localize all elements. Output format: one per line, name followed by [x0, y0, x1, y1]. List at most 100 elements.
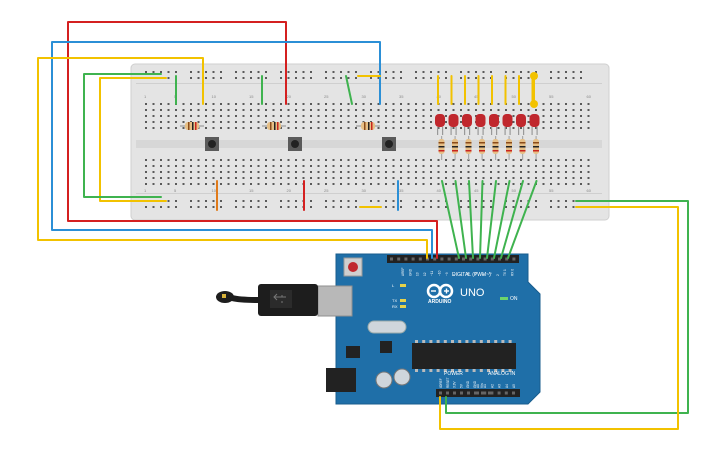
- voltage-regulator: [346, 346, 360, 358]
- pin-label: A3: [498, 384, 502, 388]
- pin-label: GND: [408, 268, 412, 276]
- led[interactable]: [489, 114, 499, 135]
- led[interactable]: [516, 114, 526, 135]
- usb-cable[interactable]: [216, 284, 318, 316]
- wire-blue[interactable]: [51, 41, 433, 259]
- column-number: 20: [287, 94, 292, 99]
- push-buttons[interactable]: [205, 137, 396, 151]
- capacitor: [375, 371, 393, 389]
- column-number: 55: [549, 94, 554, 99]
- push-button[interactable]: [288, 137, 302, 151]
- led[interactable]: [462, 114, 472, 135]
- header-holes: [390, 257, 516, 395]
- resistor[interactable]: [262, 122, 286, 130]
- column-number: 45: [474, 94, 479, 99]
- wire-green-jumper[interactable]: [345, 75, 353, 105]
- pin-label: GND: [473, 380, 477, 388]
- led[interactable]: [475, 114, 486, 135]
- wire-green-signal[interactable]: [454, 180, 467, 259]
- led[interactable]: [502, 114, 513, 135]
- column-number: 1: [144, 94, 147, 99]
- resistor[interactable]: [533, 136, 539, 160]
- model-label: UNO: [460, 287, 485, 299]
- breadboard[interactable]: 1155101015152020252530303535404045455050…: [130, 63, 610, 221]
- wire-yellow-power[interactable]: [439, 206, 679, 430]
- wire-green-top-rail[interactable]: [83, 73, 162, 198]
- resistor[interactable]: [465, 136, 472, 160]
- column-number: 15: [249, 188, 254, 193]
- pin-label: ~3: [489, 272, 493, 276]
- pin-label: IOREF: [439, 378, 443, 388]
- pin-label: ~10: [438, 270, 442, 276]
- column-number: 40: [437, 188, 442, 193]
- wires[interactable]: [37, 21, 689, 430]
- digital-header[interactable]: [387, 255, 519, 263]
- power-header-label: POWER: [444, 371, 463, 377]
- pull-down-resistors[interactable]: [180, 122, 380, 130]
- push-button[interactable]: [205, 137, 219, 151]
- pin-label: 5V: [459, 383, 463, 388]
- pin-label: A5: [512, 384, 516, 388]
- push-button[interactable]: [382, 137, 396, 151]
- column-number: 15: [249, 94, 254, 99]
- led-label-tx: TX: [392, 298, 397, 303]
- analog-header[interactable]: [472, 389, 520, 397]
- wire-green-signal[interactable]: [441, 180, 460, 259]
- led[interactable]: [448, 114, 459, 135]
- arduino-uno-board[interactable]: L TX RX ON ARDUINO UNO DIGITAL (PWM~) PO…: [317, 253, 541, 405]
- usb-chip: [380, 341, 392, 353]
- resistor[interactable]: [506, 136, 512, 160]
- column-number: 60: [587, 188, 592, 193]
- column-number: 30: [362, 188, 367, 193]
- column-number: 10: [212, 188, 217, 193]
- column-number: 50: [512, 188, 517, 193]
- column-number: 25: [324, 188, 329, 193]
- resistor[interactable]: [452, 136, 458, 160]
- usb-connector[interactable]: [317, 285, 353, 317]
- on-label: ON: [510, 296, 518, 302]
- resistor[interactable]: [438, 136, 445, 160]
- led[interactable]: [435, 114, 445, 135]
- pin-label: 12: [423, 272, 427, 276]
- led[interactable]: [529, 114, 540, 135]
- pin-label: AREF: [401, 267, 405, 276]
- resistor[interactable]: [479, 136, 485, 160]
- pin-label: A0: [476, 384, 480, 388]
- wire-yellow[interactable]: [37, 57, 428, 259]
- wire-green-power[interactable]: [445, 200, 689, 414]
- column-number: 5: [174, 188, 177, 193]
- wire-red[interactable]: [67, 21, 438, 259]
- wire-green-signal[interactable]: [486, 180, 497, 259]
- column-number: 20: [287, 188, 292, 193]
- led-resistors[interactable]: [438, 136, 540, 160]
- pin-label: RX 0: [511, 269, 515, 276]
- wire-green-signal[interactable]: [507, 180, 538, 259]
- wire-green-signal[interactable]: [479, 180, 484, 259]
- pin-label: TX 1: [503, 269, 507, 276]
- pin-label: Vin: [480, 383, 484, 388]
- led-label-l: L: [392, 283, 395, 288]
- wire-yellow-top-rail[interactable]: [99, 77, 167, 202]
- resistor[interactable]: [519, 136, 526, 160]
- resistor[interactable]: [180, 122, 204, 130]
- resistor[interactable]: [492, 136, 499, 160]
- pin-label: 13: [416, 272, 420, 276]
- capacitor: [393, 368, 411, 386]
- column-number: 1: [144, 188, 147, 193]
- wire-green-signal[interactable]: [468, 180, 474, 259]
- wire-green-signal[interactable]: [500, 180, 524, 259]
- pin-label: 2: [496, 274, 500, 276]
- crystal-oscillator: [367, 320, 407, 334]
- dc-power-jack[interactable]: [326, 368, 356, 392]
- column-number: 40: [437, 94, 442, 99]
- pin-label: GND: [466, 380, 470, 388]
- digital-header-label: DIGITAL (PWM~): [452, 272, 491, 278]
- resistor[interactable]: [356, 122, 380, 130]
- wire-green-signal[interactable]: [493, 180, 511, 259]
- power-header[interactable]: [436, 389, 496, 397]
- pin-label: 4: [481, 274, 485, 276]
- led-array[interactable]: [435, 114, 540, 135]
- column-number: 50: [512, 94, 517, 99]
